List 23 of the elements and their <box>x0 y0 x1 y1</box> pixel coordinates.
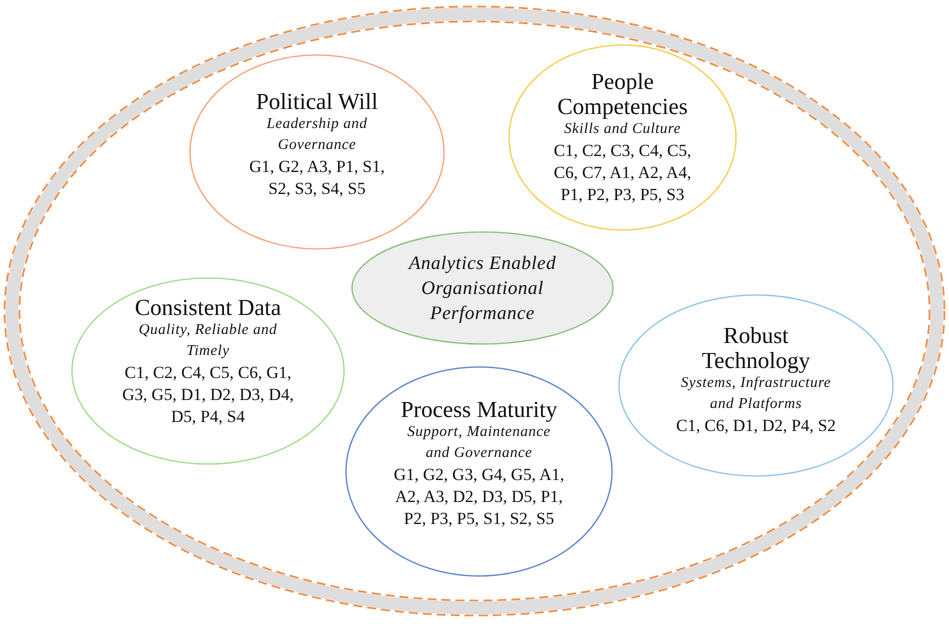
ellipse-title: People Competencies <box>556 69 689 119</box>
category-ellipse <box>508 44 737 231</box>
code-list: C1, C6, D1, D2, P4, S2 <box>676 414 836 436</box>
category-ellipse <box>345 366 613 577</box>
ellipse-title: Process Maturity <box>400 397 558 422</box>
ellipse-subtitle: Leadership and Governance <box>266 114 368 154</box>
code-list: C1, C2, C4, C5, C6, G1, G3, G5, D1, D2, D3, D4, D5, P4, S4 <box>118 362 298 428</box>
ellipse-subtitle: Systems, Infrastructure and Platforms <box>680 374 832 414</box>
code-list: C1, C2, C3, C4, C5, C6, C7, A1, A2, A4, P1, P2, P3, P5, S3 <box>549 140 696 206</box>
ellipse-subtitle: Support, Maintenance and Governance <box>406 423 552 463</box>
ellipse-subtitle: Quality, Reliable and Timely <box>138 320 278 360</box>
central-ellipse <box>351 231 614 345</box>
outer-ring <box>4 6 945 616</box>
code-list: G1, G2, A3, P1, S1, S2, S3, S4, S5 <box>240 156 394 200</box>
central-label: Analytics Enabled Organisational Performance <box>406 252 558 326</box>
ellipse-title: Political Will <box>256 88 378 114</box>
ellipse-title: Robust Technology <box>700 322 812 372</box>
category-ellipse <box>189 54 445 250</box>
ellipse-subtitle: Skills and Culture <box>564 120 681 139</box>
category-ellipse <box>618 294 894 477</box>
ellipse-title: Consistent Data <box>134 294 282 320</box>
code-list: G1, G2, G3, G4, G5, A1, A2, A3, D2, D3, D5, P1, P2, P3, P5, S1, S2, S5 <box>393 464 565 530</box>
category-ellipse <box>71 277 345 465</box>
